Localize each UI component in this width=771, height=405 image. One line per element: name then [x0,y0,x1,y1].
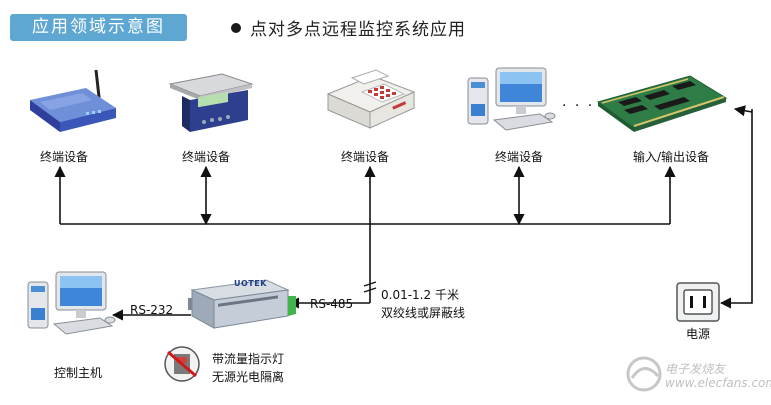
feature-line-1: 带流量指示灯 [212,352,285,366]
power-top-arrow [733,105,753,117]
cable-break-mark [363,281,377,293]
device-label-3: 终端设备 [340,150,390,164]
header-banner: 应用领域示意图 [10,14,187,41]
converter-brand: UOTEK [234,279,267,288]
subtitle-bullet-icon [231,23,241,33]
router-icon [30,69,116,132]
cable-type-label: 双绞线或屏蔽线 [381,306,466,320]
device-label-5: 输入/输出设备 [632,150,710,164]
device-label-1: 终端设备 [39,150,89,164]
power-line [719,109,753,309]
scale-icon [168,73,254,132]
power-outlet-icon [676,282,720,322]
feature-line-2: 无源光电隔离 [212,370,285,384]
computer-icon [467,67,556,131]
diagram-subtitle: 点对多点远程监控系统应用 [250,20,466,40]
io-board-icon [596,75,728,132]
no-power-icon [164,346,200,382]
device-label-4: 终端设备 [494,150,544,164]
power-label: 电源 [685,327,711,341]
cable-spec-label: 0.01-1.2 千米 [381,288,459,302]
host-label: 控制主机 [53,366,103,380]
converter-icon [188,279,296,329]
watermark-logo-icon [626,356,662,392]
rs485-label: RS-485 [310,297,354,311]
watermark-text: 电子发烧友 www.elecfans.com [665,362,771,390]
keypad-terminal-icon [326,69,416,129]
host-computer-icon [27,271,116,335]
header-title: 应用领域示意图 [32,17,165,37]
rs232-label: RS-232 [130,303,174,317]
device-label-2: 终端设备 [181,150,231,164]
